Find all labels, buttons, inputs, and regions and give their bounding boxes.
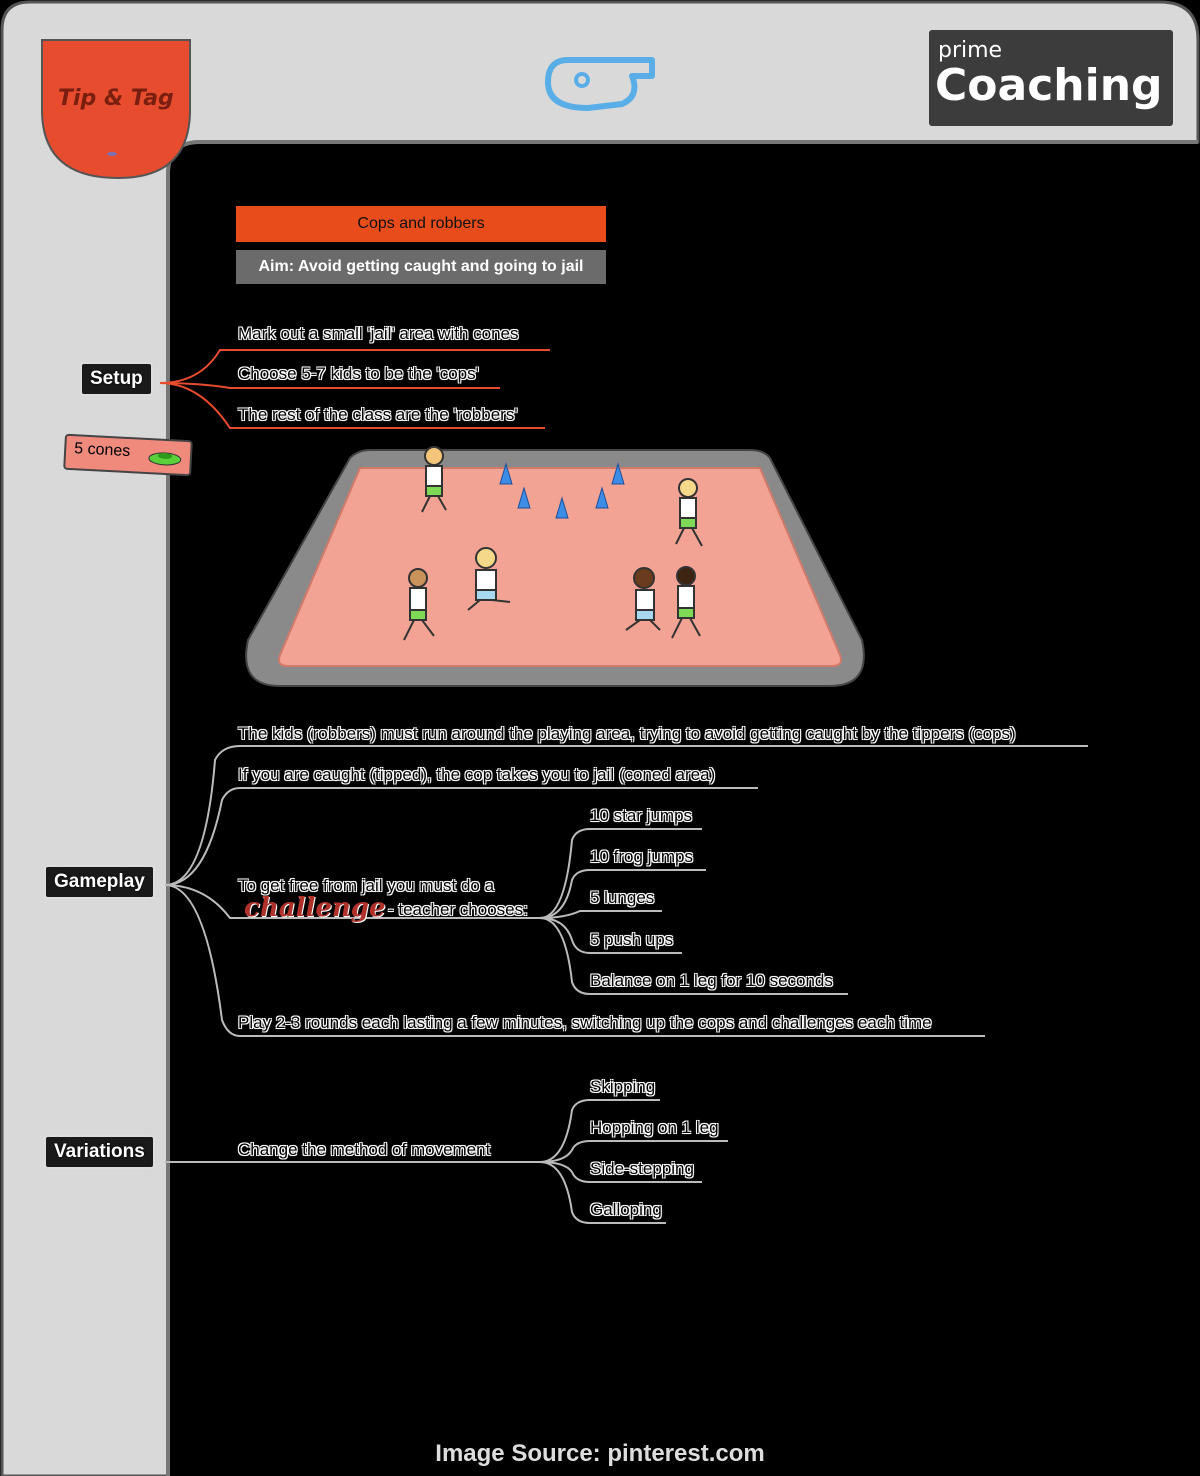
activity-title: Cops and robbers [236, 206, 606, 242]
cone-icon [148, 452, 182, 466]
challenge-suffix: - teacher chooses: [388, 900, 528, 919]
setup-item: The rest of the class are the 'robbers' [238, 405, 518, 424]
cone-icon [555, 496, 569, 519]
equipment-tag: 5 cones [63, 433, 193, 477]
setup-item: Mark out a small 'jail' area with cones [238, 324, 519, 343]
challenge-word: challenge [244, 893, 386, 923]
child-icon [421, 446, 447, 513]
gameplay-item: The kids (robbers) must run around the p… [238, 724, 1016, 743]
whistle-icon [545, 57, 655, 111]
child-icon [403, 568, 435, 641]
cones-group [499, 462, 625, 519]
challenge-item: 5 push ups [590, 930, 674, 949]
logo-prime-text: prime [938, 38, 1003, 63]
image-source-caption: Image Source: pinterest.com [435, 1440, 765, 1467]
gameplay-label: Gameplay [44, 865, 155, 899]
variation-subitem: Skipping [590, 1077, 656, 1096]
activity-aim: Aim: Avoid getting caught and going to j… [236, 250, 606, 284]
variation-subitem: Galloping [590, 1200, 662, 1219]
cone-icon [611, 462, 625, 485]
gameplay-item: If you are caught (tipped), the cop take… [238, 765, 716, 784]
badge-shape [41, 39, 191, 180]
setup-item: Choose 5-7 kids to be the 'cops' [238, 364, 479, 383]
setup-label: Setup [80, 362, 153, 396]
prime-coaching-logo [929, 30, 1173, 126]
variations-label: Variations [44, 1135, 155, 1169]
variations-item: Change the method of movement [238, 1140, 491, 1159]
children-group [403, 446, 703, 641]
gameplay-item: To get free from jail you must do a [238, 876, 495, 895]
cone-icon [499, 462, 513, 485]
challenge-item: 5 lunges [590, 888, 655, 907]
equipment-label: 5 cones [73, 440, 131, 461]
badge-label: Tip & Tag [58, 86, 174, 111]
cone-icon [595, 486, 609, 509]
cone-icon [517, 486, 531, 509]
child-icon [671, 566, 701, 639]
variation-subitem: Hopping on 1 leg [590, 1118, 719, 1137]
variation-subitem: Side-stepping [590, 1159, 694, 1178]
challenge-item: Balance on 1 leg for 10 seconds [590, 971, 833, 990]
child-icon [675, 478, 703, 547]
challenge-item: 10 frog jumps [590, 847, 693, 866]
logo-main-text: Coaching [935, 60, 1163, 111]
child-icon [625, 567, 661, 631]
court-illustration [245, 446, 865, 687]
challenge-item: 10 star jumps [590, 806, 693, 825]
gameplay-item: Play 2-3 rounds each lasting a few minut… [238, 1013, 932, 1032]
child-icon [467, 547, 511, 611]
